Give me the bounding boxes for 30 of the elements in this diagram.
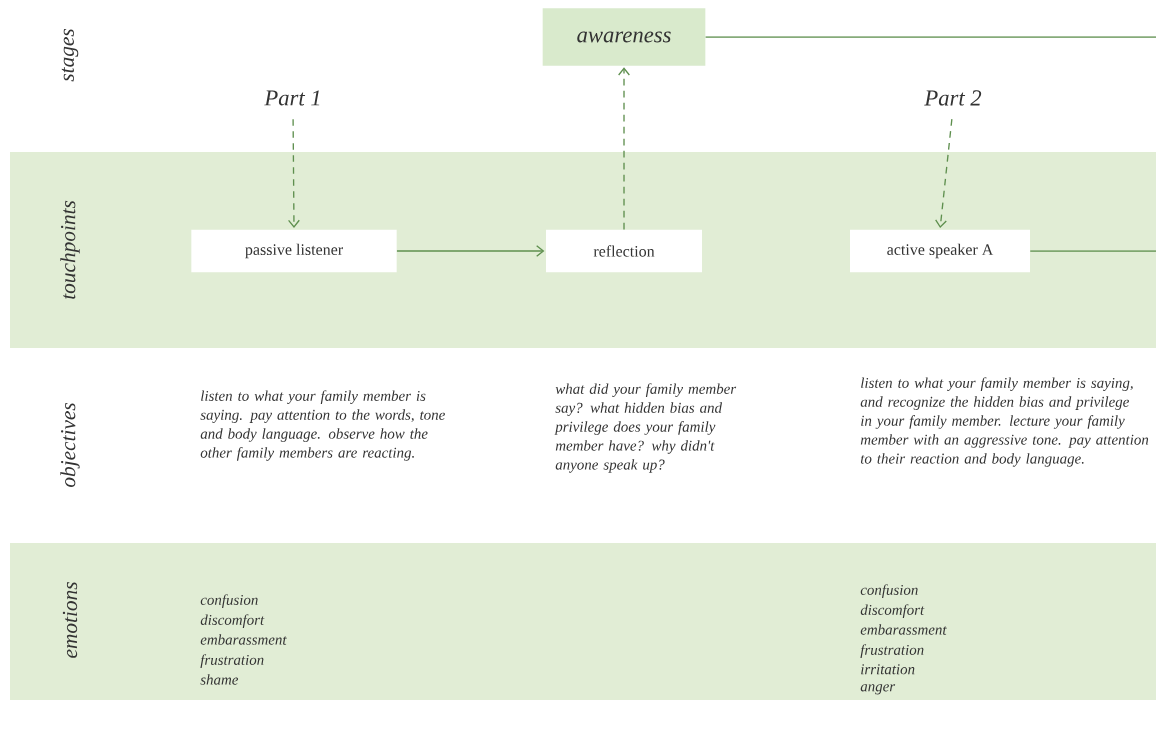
objective-text: listen to what your family member is saying, and recognize the hidden bias and privilege in your family member. lecture your family member with an aggressive tone. pay attention to their reaction and body language. [860,377,1149,467]
emotion-word: confusion [860,584,918,598]
touchpoint-box: active speaker A [850,229,1030,273]
row-heading: emotions [62,582,78,658]
touchpoint-box: passive listener [191,229,397,273]
emotion-word: frustration [200,654,264,668]
part-heading: Part 1 [264,90,320,106]
objective-text: what did your family member say? what hidden bias and privilege does your family member have? why didn't anyone speak up? [554,383,737,473]
arrow [287,118,300,229]
emotion-word: irritation [861,664,915,675]
emotion-word: frustration [860,644,924,658]
part-heading: Part 2 [924,90,982,106]
row-heading: objectives [60,402,80,487]
objective-text: listen to what your family member is saying. pay attention to the words, tone and body language. observe how the other family members are reacting. [200,390,445,461]
emotion-word: confusion [200,594,258,608]
row-heading: stages [61,28,79,82]
emotion-word: discomfort [860,604,925,618]
stage-box: awareness [542,8,706,66]
connector-line [704,36,1156,38]
emotion-word: discomfort [200,614,265,628]
emotion-word: embarassment [860,624,947,635]
emotion-word: embarassment [200,634,287,645]
row-heading: touchpoints [60,200,80,299]
connector-line [1029,250,1156,252]
arrow [618,67,630,231]
arrow [396,245,545,257]
arrow [935,118,953,229]
emotion-word: anger [860,684,896,695]
emotion-word: shame [200,674,239,685]
touchpoint-box: reflection [546,229,702,273]
